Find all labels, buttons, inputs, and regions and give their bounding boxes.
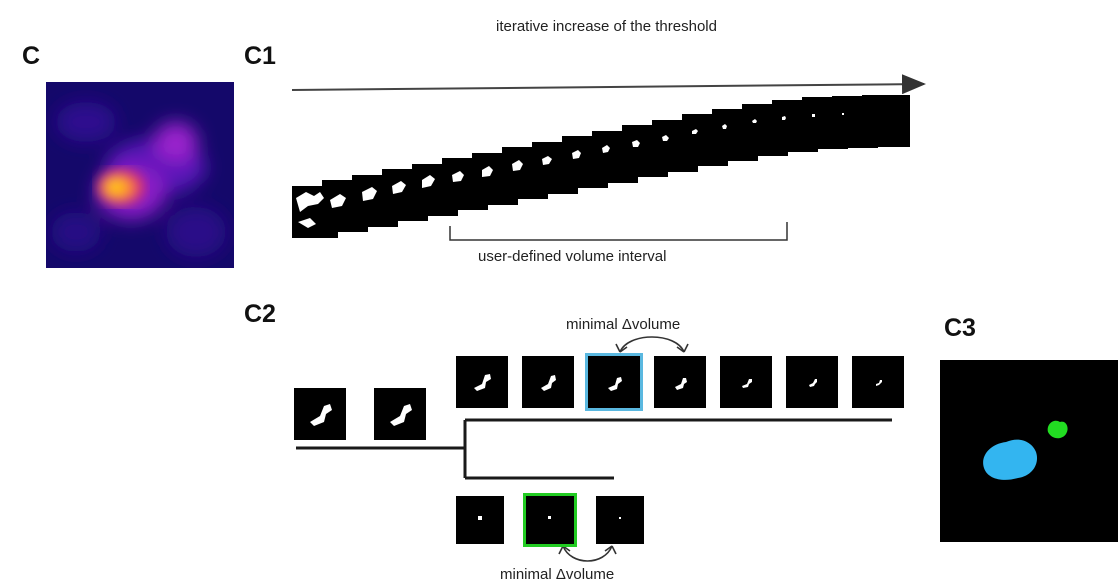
segmented-blob-blue bbox=[983, 439, 1038, 480]
curved-double-arrow-icon bbox=[615, 336, 689, 353]
tree-root-tile bbox=[294, 388, 346, 440]
heatmap-image bbox=[46, 82, 234, 268]
threshold-arrow-label: iterative increase of the threshold bbox=[496, 18, 717, 35]
panel-label-c2: C2 bbox=[244, 300, 276, 328]
panel-label-c: C bbox=[22, 42, 41, 70]
panel-label-c1: C1 bbox=[244, 42, 276, 70]
volume-interval-label: user-defined volume interval bbox=[478, 248, 667, 265]
curved-double-arrow-icon-bottom bbox=[558, 545, 617, 562]
volume-interval-bracket bbox=[449, 222, 788, 241]
panel-label-c3: C3 bbox=[944, 314, 976, 342]
threshold-slice-stack bbox=[292, 95, 910, 238]
segmented-blob-green bbox=[1047, 420, 1068, 439]
upper-branch-tile-selected bbox=[588, 356, 640, 408]
min-dvolume-top-label: minimal Δvolume bbox=[566, 316, 681, 333]
upper-branch-tile bbox=[852, 356, 904, 408]
min-dvolume-bottom-label: minimal Δvolume bbox=[500, 566, 615, 583]
upper-branch-tile bbox=[654, 356, 706, 408]
upper-branch-tile bbox=[786, 356, 838, 408]
segmentation-result-image bbox=[940, 360, 1118, 542]
tree-root-tile bbox=[374, 388, 426, 440]
threshold-slice-shapes bbox=[296, 113, 844, 228]
upper-branch-tile bbox=[720, 356, 772, 408]
lower-branch-tile-selected bbox=[526, 496, 574, 544]
threshold-arrow bbox=[291, 74, 926, 95]
upper-branch-tile bbox=[456, 356, 508, 408]
upper-branch-tile bbox=[522, 356, 574, 408]
lower-branch-tile bbox=[596, 496, 644, 544]
lower-branch-tile bbox=[456, 496, 504, 544]
